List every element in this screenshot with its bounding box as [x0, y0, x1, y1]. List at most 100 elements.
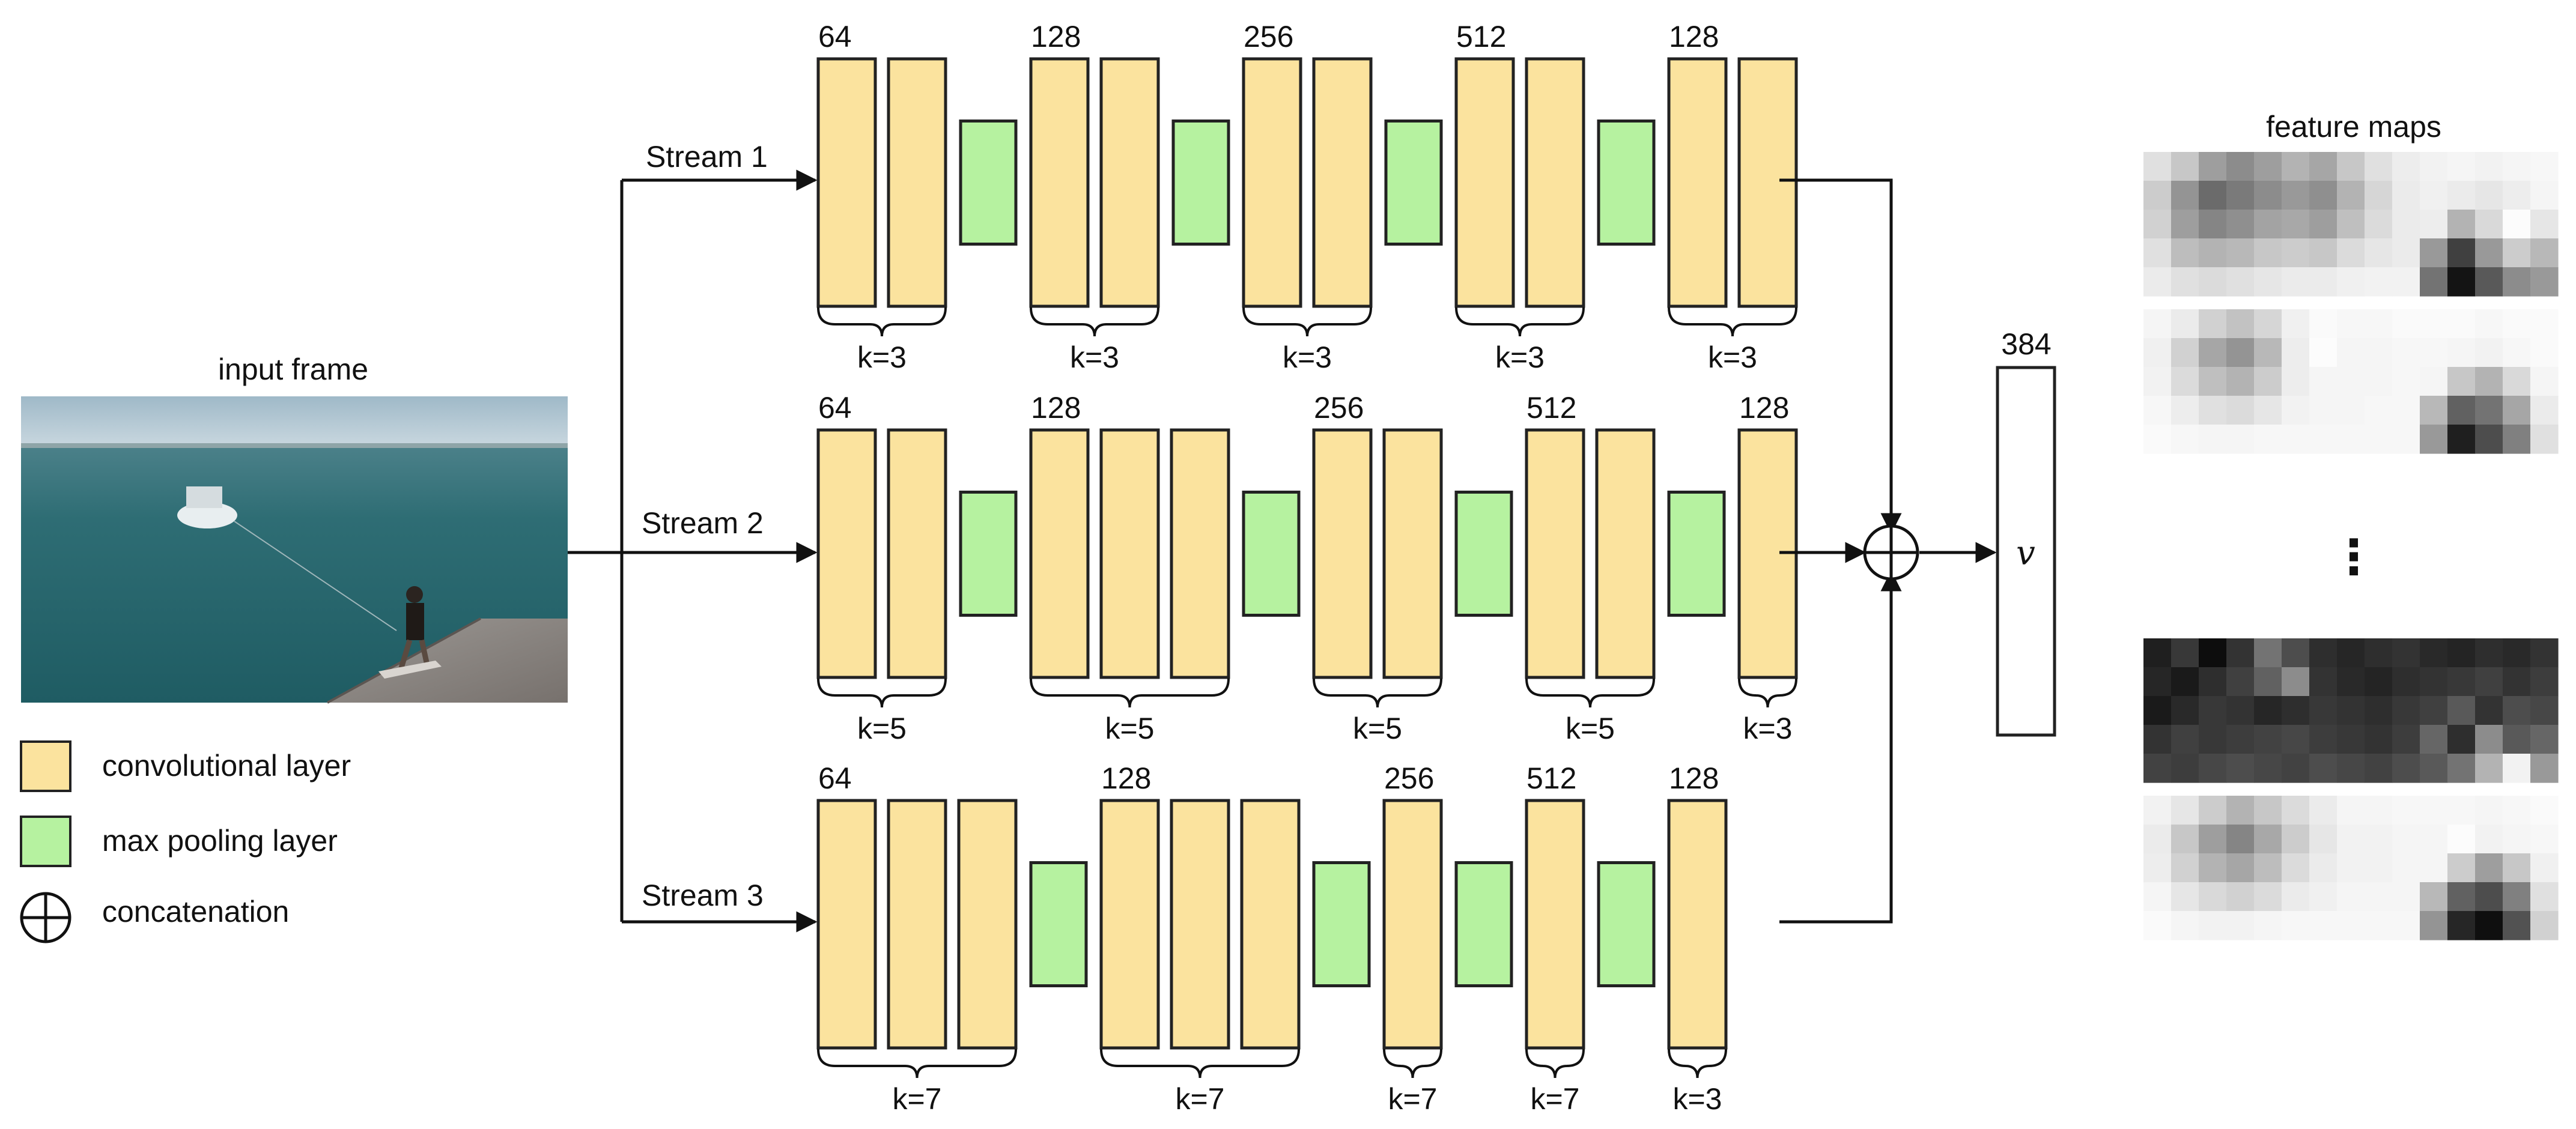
- feature-map-cell: [2475, 181, 2503, 210]
- pool-layer: [1312, 861, 1371, 987]
- filters-label: 64: [818, 761, 852, 795]
- feature-map-cell: [2171, 267, 2199, 297]
- feature-map-cell: [2530, 152, 2559, 181]
- feature-map-cell: [2447, 911, 2476, 940]
- feature-map-cell: [2475, 367, 2503, 396]
- legend-conv-label: convolutional layer: [102, 749, 351, 782]
- feature-map-cell: [2309, 367, 2338, 396]
- conv-layer: [1312, 57, 1373, 308]
- feature-map-cell: [2199, 825, 2227, 854]
- feature-map-cell: [2254, 696, 2282, 725]
- feature-map-cell: [2143, 238, 2172, 268]
- filters-label: 128: [1739, 391, 1789, 425]
- feature-map-cell: [2475, 267, 2503, 297]
- input-frame-photo: [21, 396, 568, 704]
- feature-map-cell: [2226, 754, 2255, 783]
- feature-map-cell: [2171, 754, 2199, 783]
- feature-map-cell: [2530, 309, 2559, 339]
- feature-map-cell: [2254, 667, 2282, 697]
- filters-label: 128: [1669, 761, 1719, 795]
- feature-map-cell: [2365, 396, 2393, 425]
- feature-map-cell: [2447, 696, 2476, 725]
- kernel-label: k=5: [857, 712, 907, 745]
- conv-layer: [1240, 799, 1301, 1050]
- feature-map-cell: [2475, 754, 2503, 783]
- feature-map-cell: [2503, 638, 2531, 668]
- feature-map-cell: [2420, 238, 2448, 268]
- feature-map-cell: [2254, 338, 2282, 368]
- feature-map-cell: [2226, 638, 2255, 668]
- feature-map-cell: [2420, 338, 2448, 368]
- kernel-brace: [1525, 1049, 1585, 1079]
- feature-map-cell: [2337, 210, 2365, 239]
- pool-layer: [1384, 120, 1443, 246]
- feature-map-cell: [2475, 882, 2503, 912]
- feature-map-cell: [2365, 754, 2393, 783]
- pool-layer: [1667, 491, 1726, 617]
- feature-map-cell: [2171, 367, 2199, 396]
- feature-map-cell: [2282, 238, 2310, 268]
- feature-map-cell: [2365, 267, 2393, 297]
- feature-map-cell: [2420, 425, 2448, 454]
- feature-map-cell: [2392, 911, 2420, 940]
- feature-map-cell: [2226, 882, 2255, 912]
- feature-map-cell: [2143, 396, 2172, 425]
- feature-map-cell: [2143, 796, 2172, 825]
- feature-map-cell: [2530, 638, 2559, 668]
- feature-map-cell: [2392, 796, 2420, 825]
- feature-map-cell: [2447, 825, 2476, 854]
- feature-map-cell: [2309, 911, 2338, 940]
- feature-map-cell: [2282, 911, 2310, 940]
- feature-map-cell: [2365, 425, 2393, 454]
- feature-map-cell: [2365, 825, 2393, 854]
- legend-concat-icon: [20, 892, 71, 943]
- feature-map-cell: [2420, 825, 2448, 854]
- kernel-brace: [1738, 678, 1797, 708]
- feature-map-cell: [2143, 754, 2172, 783]
- concatenation-icon: [1863, 524, 1919, 581]
- feature-map-cell: [2254, 152, 2282, 181]
- feature-map-cell: [2254, 367, 2282, 396]
- feature-map-cell: [2226, 911, 2255, 940]
- feature-map-cell: [2199, 238, 2227, 268]
- feature-map-cell: [2226, 210, 2255, 239]
- kernel-brace: [1030, 307, 1159, 337]
- feature-map-cell: [2171, 853, 2199, 883]
- conv-layer: [1525, 799, 1585, 1050]
- feature-map-cell: [2475, 309, 2503, 339]
- conv-layer: [1382, 428, 1443, 679]
- feature-map-cell: [2365, 181, 2393, 210]
- feature-map-cell: [2199, 267, 2227, 297]
- feature-map-cell: [2199, 152, 2227, 181]
- feature-map-cell: [2282, 725, 2310, 754]
- pool-layer: [1171, 120, 1230, 246]
- feature-map-cell: [2309, 210, 2338, 239]
- filters-label: 256: [1384, 761, 1434, 795]
- kernel-brace: [1668, 1049, 1727, 1079]
- feature-map-cell: [2447, 367, 2476, 396]
- feature-map-cell: [2171, 696, 2199, 725]
- conv-layer: [957, 799, 1018, 1050]
- feature-map-cell: [2171, 911, 2199, 940]
- feature-map-cell: [2199, 338, 2227, 368]
- feature-map-cell: [2143, 667, 2172, 697]
- feature-map-cell: [2171, 338, 2199, 368]
- feature-maps-title: feature maps: [2266, 110, 2441, 144]
- feature-map-cell: [2254, 911, 2282, 940]
- feature-map-cell: [2282, 754, 2310, 783]
- feature-map-cell: [2530, 796, 2559, 825]
- feature-map-cell: [2226, 309, 2255, 339]
- feature-map-cell: [2475, 667, 2503, 697]
- kernel-brace: [1455, 307, 1585, 337]
- stream-2-label: Stream 2: [642, 506, 764, 540]
- legend: convolutional layer max pooling layer co…: [20, 740, 351, 943]
- feature-map-cell: [2447, 425, 2476, 454]
- feature-map-cell: [2143, 152, 2172, 181]
- feature-map-cell: [2420, 754, 2448, 783]
- feature-map-cell: [2447, 853, 2476, 883]
- feature-map-cell: [2143, 210, 2172, 239]
